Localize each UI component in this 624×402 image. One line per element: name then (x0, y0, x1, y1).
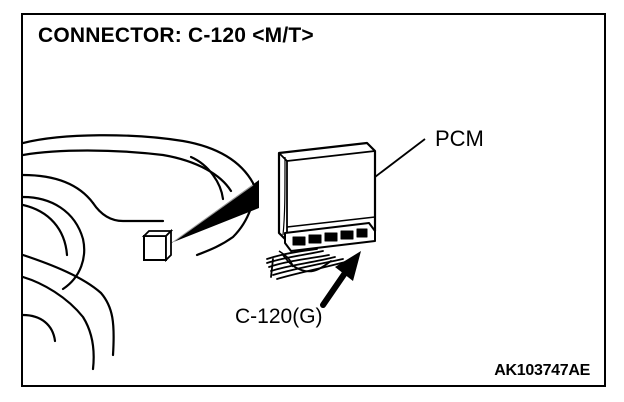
instrument-panel (23, 134, 256, 371)
figure-code: AK103747AE (494, 362, 590, 379)
dashboard-illustration (23, 134, 426, 371)
connector-label: C-120(G) (235, 305, 323, 328)
wire-harness (266, 248, 350, 280)
diagram-title: CONNECTOR: C-120 <M/T> (38, 24, 314, 47)
pcm-leader-line (374, 138, 426, 178)
connector-arrow (320, 251, 361, 308)
diagram-frame: CONNECTOR: C-120 <M/T> (21, 13, 606, 387)
pcm-connector (278, 222, 376, 268)
connector-location-box (141, 228, 174, 263)
pcm-label: PCM (435, 126, 484, 151)
pcm-unit (277, 141, 377, 243)
